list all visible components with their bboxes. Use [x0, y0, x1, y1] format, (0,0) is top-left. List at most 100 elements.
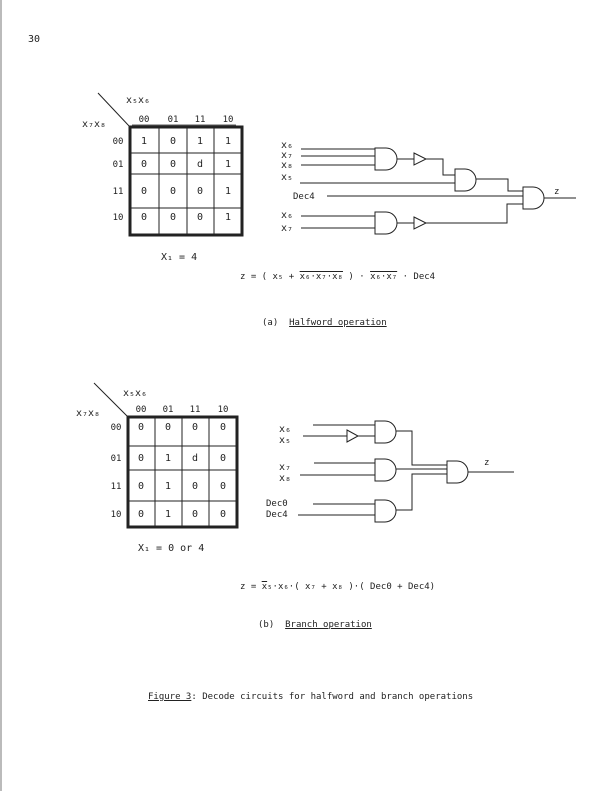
equation-b: z = x₅·x₆·( x₇ + x₈ )·( Dec0 + Dec4)	[240, 582, 435, 592]
kmap-cell: 1	[165, 481, 171, 492]
input-label: x₈	[279, 473, 291, 484]
page-edge	[0, 0, 2, 791]
eq-part: ) ·	[342, 272, 371, 282]
kmap-cell: 0	[192, 422, 198, 433]
circuit-a	[300, 147, 576, 235]
eq-part: z = ( x₅ +	[240, 272, 300, 282]
kmap-b	[93, 382, 239, 529]
kmap-cell: 0	[141, 212, 147, 223]
output-label: z	[484, 458, 489, 468]
inverter-icon	[413, 152, 428, 166]
kmap-col-header: 10	[223, 115, 234, 125]
eq-overline-part: x	[261, 582, 268, 592]
kmap-col-header: 00	[136, 405, 147, 415]
kmap-col-header: 01	[163, 405, 174, 415]
eq-overline-part: x₆·x₇	[370, 272, 398, 282]
kmap-col-variable: x₅x₆	[123, 388, 147, 399]
input-label: x₇	[281, 150, 293, 161]
and-gate	[522, 186, 545, 210]
kmap-col-header: 11	[190, 405, 201, 415]
caption-a: (a) Halfword operation	[262, 318, 387, 328]
kmap-cell: 0	[141, 186, 147, 197]
kmap-cell: 1	[165, 453, 171, 464]
kmap-cell: 1	[197, 136, 203, 147]
kmap-a-condition: X₁ = 4	[161, 252, 198, 263]
kmap-cell: 0	[141, 159, 147, 170]
circuit-b	[298, 420, 514, 523]
figure-label: Figure 3	[148, 692, 192, 702]
eq-part: z =	[240, 582, 262, 592]
kmap-cell: 0	[170, 136, 176, 147]
kmap-cell: 0	[220, 422, 226, 433]
page-number: 30	[28, 34, 41, 45]
kmap-row-variable: x₇x₈	[76, 408, 100, 419]
kmap-row-header: 01	[113, 160, 124, 170]
kmap-row-header: 10	[111, 510, 122, 520]
kmap-col-header: 11	[195, 115, 206, 125]
kmap-cell: 1	[141, 136, 147, 147]
caption-label: (b)	[258, 620, 275, 630]
kmap-cell: 1	[165, 509, 171, 520]
input-label: x₅	[281, 172, 293, 183]
kmap-row-header: 00	[111, 423, 122, 433]
figure-caption-text: : Decode circuits for halfword and branc…	[191, 692, 474, 702]
kmap-row-header: 11	[111, 482, 122, 492]
kmap-cell: 0	[138, 509, 144, 520]
kmap-row-header: 10	[113, 213, 124, 223]
kmap-col-header: 01	[168, 115, 179, 125]
and-gate	[374, 420, 397, 444]
input-label: x₈	[281, 160, 293, 171]
eq-part: · Dec4	[397, 272, 436, 282]
kmap-cell: 0	[197, 186, 203, 197]
kmap-cell: 0	[220, 481, 226, 492]
or-gate	[374, 499, 397, 523]
kmap-cell: 0	[192, 509, 198, 520]
input-label: Dec4	[266, 510, 288, 520]
eq-overline-part: x₆·x₇·x₈	[299, 272, 343, 282]
kmap-cell: d	[197, 159, 203, 170]
input-label: x₆	[279, 424, 291, 435]
input-label: Dec4	[293, 192, 315, 202]
kmap-cell: 0	[170, 186, 176, 197]
kmap-col-header: 10	[218, 405, 229, 415]
input-label: x₆	[281, 210, 293, 221]
caption-b: (b) Branch operation	[258, 620, 372, 630]
kmap-row-header: 00	[113, 137, 124, 147]
kmap-cell: 0	[138, 481, 144, 492]
kmap-cell: 0	[220, 509, 226, 520]
and-gate	[374, 211, 398, 235]
kmap-b-condition: X₁ = 0 or 4	[138, 543, 205, 554]
inverter-icon	[346, 429, 360, 443]
kmap-cell: 1	[225, 186, 231, 197]
kmap-col-variable: x₅x₆	[126, 95, 150, 106]
input-label: x₅	[279, 435, 291, 446]
kmap-cell: 0	[197, 212, 203, 223]
kmap-cell: 0	[170, 159, 176, 170]
and-gate	[446, 460, 469, 484]
kmap-col-header: 00	[139, 115, 150, 125]
caption-text: Branch operation	[285, 620, 372, 630]
caption-text: Halfword operation	[289, 318, 387, 328]
figure-caption: Figure 3: Decode circuits for halfword a…	[148, 692, 473, 702]
kmap-row-header: 11	[113, 187, 124, 197]
kmap-row-variable: x₇x₈	[82, 119, 106, 130]
equation-a: z = ( x₅ + x₆·x₇·x₈ ) · x₆·x₇ · Dec4	[240, 272, 435, 282]
kmap-cell: 1	[225, 136, 231, 147]
input-label: Dec0	[266, 499, 288, 509]
kmap-cell: 0	[138, 422, 144, 433]
and-gate	[454, 168, 477, 192]
eq-part: ₅·x₆·( x₇ + x₈ )·( Dec0 + Dec4)	[267, 582, 436, 592]
inverter-icon	[413, 216, 428, 230]
kmap-cell: 0	[165, 422, 171, 433]
kmap-cell: 1	[225, 212, 231, 223]
kmap-cell: 1	[225, 159, 231, 170]
caption-label: (a)	[262, 318, 279, 328]
kmap-cell: d	[192, 453, 198, 464]
input-label: x₆	[281, 140, 293, 151]
kmap-a	[97, 92, 244, 237]
kmap-cell: 0	[170, 212, 176, 223]
and-gate	[374, 147, 398, 171]
kmap-row-header: 01	[111, 454, 122, 464]
kmap-cell: 0	[220, 453, 226, 464]
